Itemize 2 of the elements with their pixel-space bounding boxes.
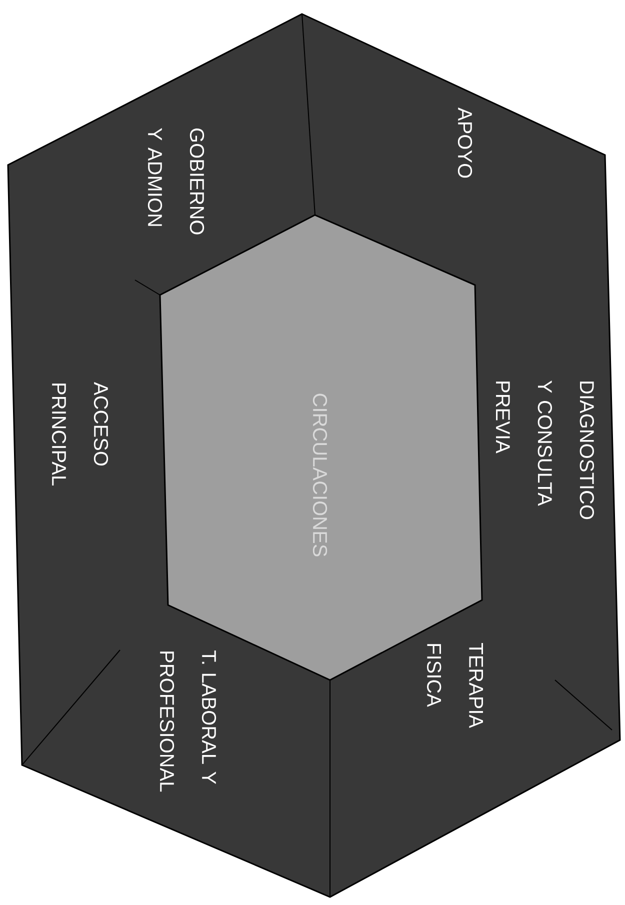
zone-label: APOYO <box>458 108 472 178</box>
zone-label: ACCESO PRINCIPAL <box>52 382 108 486</box>
